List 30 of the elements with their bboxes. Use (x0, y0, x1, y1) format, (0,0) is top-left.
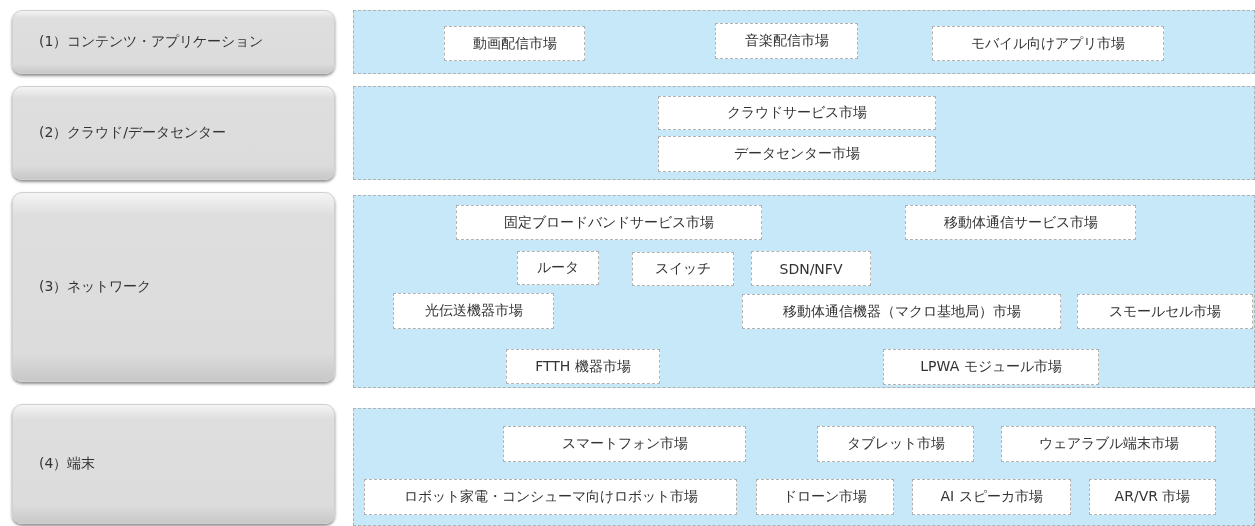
market-box: タブレット市場 (817, 426, 974, 462)
market-box: SDN/NFV (751, 251, 871, 286)
market-box: 音楽配信市場 (715, 23, 858, 59)
category-header: (3）ネットワーク (12, 192, 335, 382)
category-panel (353, 408, 1255, 526)
market-box: ロボット家電・コンシューマ向けロボット市場 (364, 479, 737, 515)
market-box: AR/VR 市場 (1089, 479, 1216, 515)
market-box: スイッチ (632, 252, 734, 286)
market-box: 固定ブロードバンドサービス市場 (456, 205, 762, 240)
market-box: ドローン市場 (756, 479, 894, 515)
market-box: 動画配信市場 (444, 26, 585, 61)
market-box: スマートフォン市場 (503, 426, 746, 462)
market-box: データセンター市場 (658, 136, 936, 172)
market-box: スモールセル市場 (1077, 294, 1253, 329)
category-panel (353, 10, 1255, 74)
category-header: (2）クラウド/データセンター (12, 86, 335, 180)
market-box: ウェアラブル端末市場 (1001, 426, 1216, 462)
market-box: クラウドサービス市場 (658, 96, 936, 130)
category-header: (4）端末 (12, 404, 335, 524)
market-box: モバイル向けアプリ市場 (932, 26, 1164, 61)
category-panel (353, 195, 1255, 388)
market-box: ルータ (517, 251, 599, 285)
market-box: 光伝送機器市場 (393, 293, 554, 329)
category-header: (1）コンテンツ・アプリケーション (12, 10, 335, 74)
market-box: 移動体通信機器（マクロ基地局）市場 (742, 294, 1061, 329)
category-panel (353, 86, 1255, 180)
market-box: LPWA モジュール市場 (883, 349, 1099, 385)
market-box: AI スピーカ市場 (912, 479, 1071, 515)
market-box: FTTH 機器市場 (506, 349, 660, 384)
market-box: 移動体通信サービス市場 (905, 205, 1136, 240)
